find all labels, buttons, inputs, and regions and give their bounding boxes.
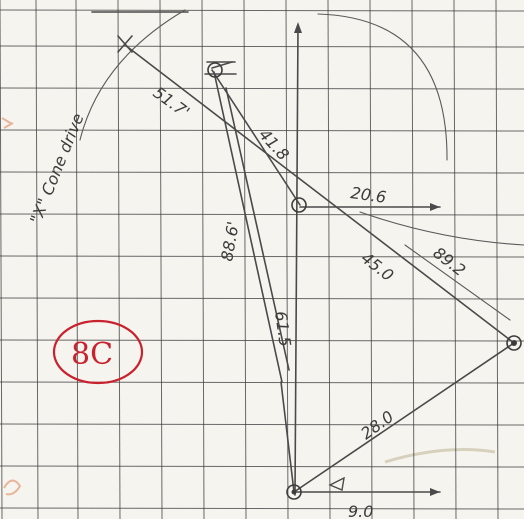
grid-line-horizontal [0,45,524,48]
measurement-20-6: 20.6 [349,183,387,207]
grid-line-vertical [117,0,121,519]
grid-line-horizontal [0,87,524,90]
node-bottom [286,484,302,500]
grid-line-horizontal [0,255,524,258]
grid-line-vertical [453,0,457,519]
measurement-89-2: 89.2 [430,243,470,280]
circled-id-text: 8C [71,337,113,372]
grid-line-horizontal [0,9,524,12]
grid-line-horizontal [0,381,524,384]
grid-line-vertical [327,0,331,519]
circled-id-badge: 8C [52,319,144,385]
grid-line-vertical [75,0,79,519]
grid-line-horizontal [0,465,524,468]
measurement-28-0: 28.0 [357,407,397,443]
faint-smudges [1,117,496,496]
grid-line-vertical [35,0,39,519]
title-cone-drive-label: "X" Cone drive [26,110,88,226]
grid-line-horizontal [0,129,524,132]
grid-line-vertical [411,0,415,519]
grid-line-horizontal [0,171,524,174]
node-top-left [207,62,223,78]
construction-lines [79,9,524,496]
measurement-9-0: 9.0 [348,502,373,519]
node-center [291,197,307,213]
diagram-nodes [207,62,522,500]
measurement-61-5: 61.5 [271,310,295,348]
measurement-45-0: 45.0 [358,248,398,285]
grid-line-horizontal [0,213,524,216]
node-right [506,335,522,351]
grid-line-vertical [0,0,3,519]
grid-line-horizontal [0,507,524,510]
grid-line-vertical [243,0,247,519]
grid-line-horizontal [0,339,524,342]
grid-line-horizontal [0,423,524,426]
grid-line-vertical [369,0,373,519]
grid-line-vertical [159,0,163,519]
grid-line-vertical [201,0,205,519]
grid-line-vertical [495,0,499,519]
grid-line-horizontal [0,297,524,300]
